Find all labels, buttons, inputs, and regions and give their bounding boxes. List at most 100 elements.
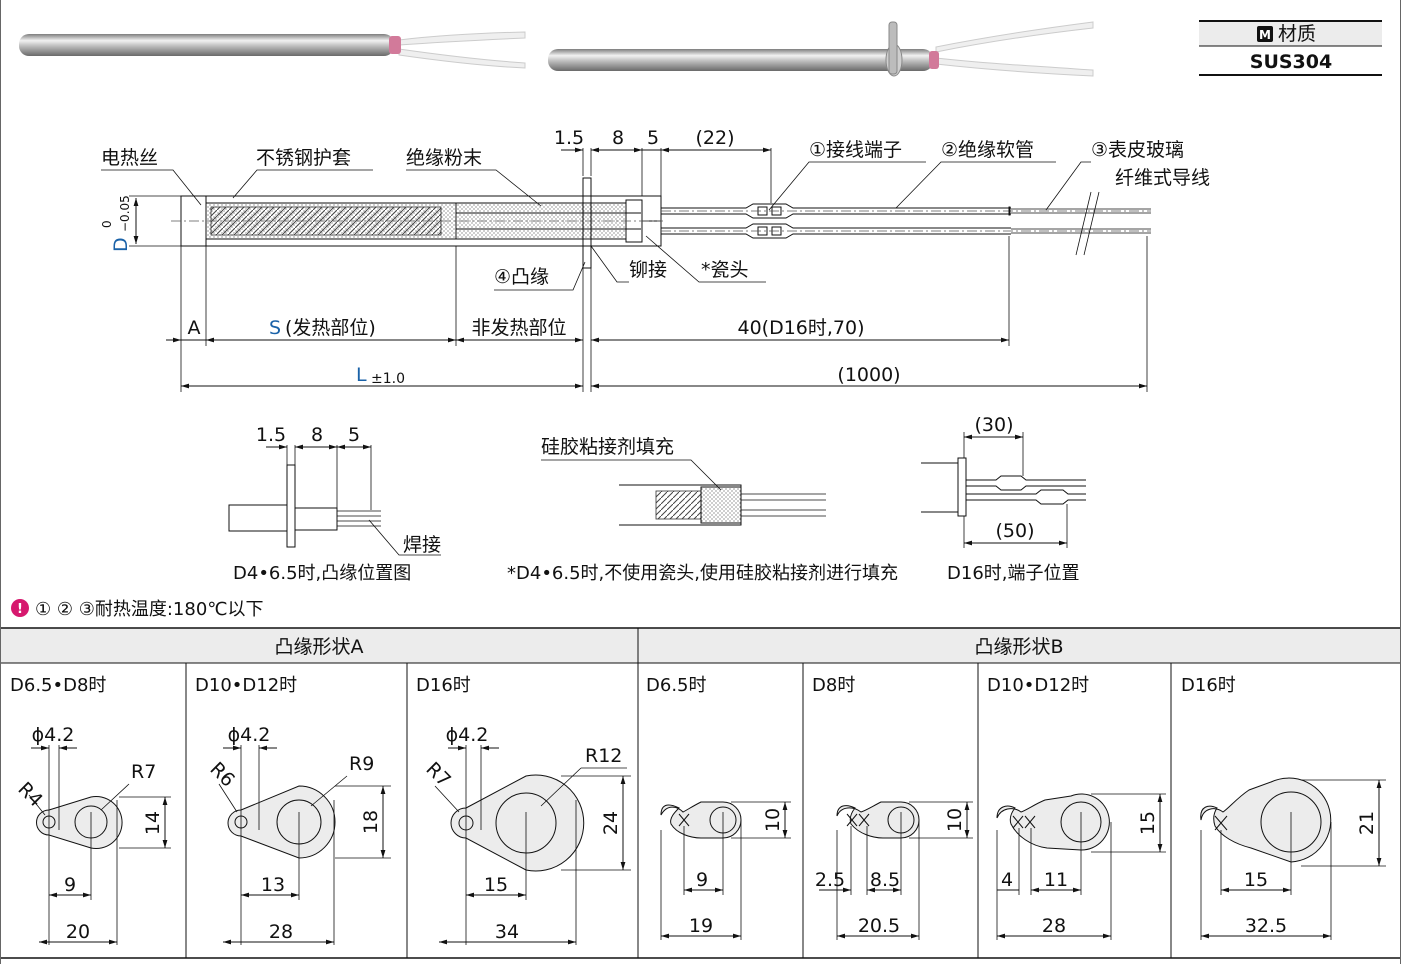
cell-title-a2: D10•D12时 [195,675,297,696]
d-tolerance-upper: 0 [100,220,114,228]
label-terminal: ①接线端子 [809,139,902,161]
a2-dim-pitch: 13 [261,874,285,896]
b4-dim-pitch: 15 [1244,869,1268,891]
a3-dim-height: 24 [600,811,622,835]
dim-8: 8 [612,127,624,149]
cell-title-b4: D16时 [1181,675,1236,696]
main-cross-section [171,177,1151,269]
a2-dim-r-small: R6 [205,758,238,791]
d-dimension-label: D [110,237,132,252]
dim-l-letter: L [356,364,367,386]
material-label: 材质 [1278,23,1316,45]
b2-dim-offset: 2.5 [815,869,845,891]
subdiagram-silicone-fill: 硅胶粘接剂填充 *D4•6.5时,不使用瓷头,使用硅胶粘接剂进行填充 [507,436,898,584]
b4-dim-height: 21 [1356,811,1378,835]
b1-dim-height: 10 [762,808,784,832]
header-flange-a: 凸缘形状A [275,636,364,658]
note-text: ① ② ③耐热温度:180℃以下 [35,599,264,620]
caption-silicone: *D4•6.5时,不使用瓷头,使用硅胶粘接剂进行填充 [507,563,898,584]
cell-title-a1: D6.5•D8时 [10,675,106,696]
b3-dim-offset: 4 [1001,869,1013,891]
flange-a-d10-d12: ϕ4.2 R6 R9 18 13 28 [205,724,391,945]
a3-dim-hole: ϕ4.2 [446,724,489,746]
a1-dim-height: 14 [142,811,164,835]
label-heating-wire: 电热丝 [101,147,158,169]
svg-text:!: ! [17,602,23,617]
dim-40: 40(D16时,70) [737,317,864,339]
cell-title-b3: D10•D12时 [987,675,1089,696]
label-flange: ④凸缘 [494,266,549,288]
flange-dim-8: 8 [311,424,323,446]
flange-b-d16: 21 15 32.5 [1200,777,1386,940]
dim-5: 5 [647,127,659,149]
dim-1-5: 1.5 [554,127,584,149]
warning-icon [11,599,29,617]
d-tolerance-lower: −0.05 [118,195,132,232]
flange-b-d10-d12: 15 4 11 28 [996,793,1166,940]
a2-dim-r-large: R9 [349,753,374,775]
caption-flange-position: D4•6.5时,凸缘位置图 [233,563,411,584]
flange-a-d16: ϕ4.2 R7 R12 24 15 34 [421,724,631,945]
a3-dim-r-large: R12 [585,745,622,767]
a2-dim-hole: ϕ4.2 [228,724,271,746]
dim-l-tolerance: ±1.0 [371,371,405,387]
caption-terminal-position: D16时,端子位置 [947,563,1080,584]
a1-dim-length: 20 [66,921,90,943]
material-icon-letter: M [1259,28,1271,42]
label-weld: 焊接 [403,534,441,556]
b2-dim-length: 20.5 [858,915,900,937]
b1-dim-length: 19 [689,915,713,937]
b3-dim-height: 15 [1137,811,1159,835]
label-ceramic-head: *瓷头 [701,259,749,281]
b2-dim-pitch: 8.5 [870,869,900,891]
material-box: M 材质 SUS304 [1199,20,1382,76]
b3-dim-pitch: 11 [1044,869,1068,891]
flange-b-d6-5: 10 9 19 [660,801,791,940]
flange-b-d8: 10 2.5 8.5 20.5 [815,801,973,940]
a1-dim-r-large: R7 [131,761,156,783]
subdiagram-terminal-position: (30) (50) D16时,端子位置 [921,414,1086,584]
heat-resistance-note: ! ① ② ③耐热温度:180℃以下 [11,599,264,620]
a3-dim-length: 34 [495,921,519,943]
main-dimensions: D 0 −0.05 1.5 8 5 (22) A S (发热部位) 非发热部位 [100,127,1148,392]
label-sheath: 不锈钢护套 [256,147,351,169]
a3-dim-pitch: 15 [484,874,508,896]
product-photo-flanged [548,21,1094,77]
callouts: 电热丝 不锈钢护套 绝缘粉末 ①接线端子 ②绝缘软管 ③表皮玻璃 纤维式导线 ④… [101,139,1210,291]
material-m-icon [1257,26,1273,42]
dim-s-letter: S [269,317,281,339]
b1-dim-pitch: 9 [696,869,708,891]
dim-s-text: (发热部位) [285,317,376,339]
label-lead-wire-1: ③表皮玻璃 [1091,139,1184,161]
terminal-dim-50: (50) [995,520,1034,542]
a1-dim-pitch: 9 [64,874,76,896]
subdiagram-flange-position: 1.5 8 5 焊接 D4•6.5时,凸缘位置图 [228,424,441,584]
cell-title-b1: D6.5时 [646,675,707,696]
dim-a: A [188,317,201,339]
label-insulated-tube: ②绝缘软管 [941,139,1034,161]
flange-dim-1-5: 1.5 [256,424,286,446]
dim-22: (22) [695,127,734,149]
flange-shape-table: 凸缘形状A 凸缘形状B D6.5•D8时 D10•D12时 D16时 D6.5时… [1,627,1400,959]
b4-dim-length: 32.5 [1245,915,1287,937]
a3-dim-r-small: R7 [421,758,454,791]
a1-dim-hole: ϕ4.2 [32,724,75,746]
a2-dim-length: 28 [269,921,293,943]
b3-dim-length: 28 [1042,915,1066,937]
dim-1000: (1000) [837,364,900,386]
cell-title-b2: D8时 [812,675,855,696]
flange-a-d6-d8: ϕ4.2 R4 R7 14 9 20 [13,724,171,945]
label-lead-wire-2: 纤维式导线 [1115,167,1210,189]
a1-dim-r-small: R4 [13,778,46,811]
flange-dim-5: 5 [348,424,360,446]
label-rivet: 铆接 [629,259,667,281]
cell-title-a3: D16时 [416,675,471,696]
material-value: SUS304 [1250,51,1332,73]
header-flange-b: 凸缘形状B [974,636,1063,658]
b2-dim-height: 10 [944,808,966,832]
label-insulation-powder: 绝缘粉末 [406,147,482,169]
terminal-dim-30: (30) [974,414,1013,436]
dim-non-heating: 非发热部位 [471,317,566,339]
